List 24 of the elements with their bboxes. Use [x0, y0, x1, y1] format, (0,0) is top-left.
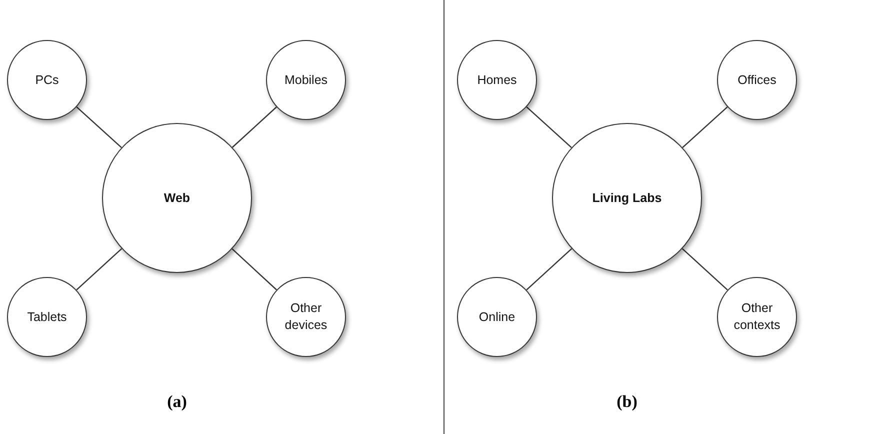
node-label: Online — [478, 308, 516, 326]
circle-node — [266, 277, 346, 357]
circle-node — [717, 40, 797, 120]
connector-line — [526, 106, 572, 148]
panel-label: (b) — [616, 392, 638, 412]
node-label: PCs — [35, 72, 59, 88]
connector-line — [232, 106, 277, 148]
connector-line — [76, 248, 122, 290]
connector-line — [682, 248, 728, 290]
node-label: Mobiles — [284, 72, 328, 88]
node-label: Offices — [738, 72, 776, 88]
node-label: Homes — [477, 72, 517, 88]
connector-line — [232, 248, 277, 290]
node-label: Tablets — [27, 308, 67, 326]
node-label: Web — [164, 190, 190, 206]
connector-line — [76, 106, 122, 148]
node-label: Living Labs — [592, 190, 662, 206]
circle-node — [266, 40, 346, 120]
panel-label: (a) — [167, 392, 187, 412]
connector-line — [526, 248, 572, 290]
node-label: Other devices — [284, 300, 328, 334]
connector-line — [682, 106, 728, 148]
circle-node — [717, 277, 797, 357]
node-label: Other contexts — [732, 300, 782, 334]
